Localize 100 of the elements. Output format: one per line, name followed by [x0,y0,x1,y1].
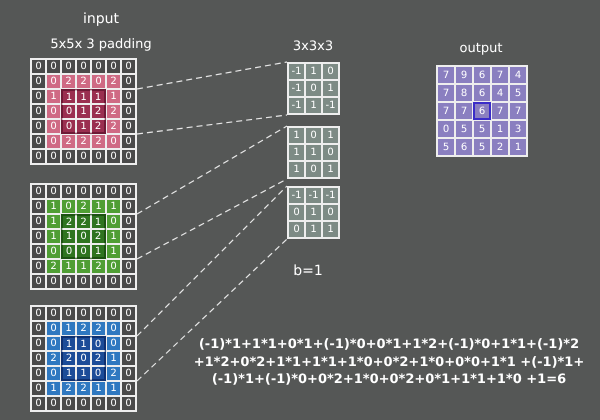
matrix-value: 0 [437,120,455,138]
matrix-value: 0 [46,274,61,289]
matrix-value: 1 [491,120,509,138]
matrix-value: 7 [437,102,455,120]
matrix-value: 0 [106,306,121,321]
matrix-value: 2 [91,229,106,244]
matrix-value: -1 [322,97,339,114]
matrix-value: 0 [106,214,121,229]
matrix-value: 0 [31,351,46,366]
matrix-value: 0 [61,59,76,74]
matrix-value: 1 [76,104,91,119]
dashed-connector [136,61,288,90]
matrix-value: 1 [46,199,61,214]
matrix-value: 1 [91,381,106,396]
matrix-value: -1 [322,187,339,204]
matrix-value: 1 [106,229,121,244]
matrix-value: 1 [106,89,121,104]
matrix-value: 1 [46,89,61,104]
matrix-value: 6 [473,66,491,84]
matrix-value: 0 [91,306,106,321]
matrix-value: 0 [305,161,322,178]
matrix-value: 0 [46,149,61,164]
matrix-value: 0 [31,184,46,199]
matrix-value: 0 [121,321,136,336]
matrix-value: 2 [106,366,121,381]
number-matrix [30,183,137,290]
matrix-value: 0 [121,59,136,74]
matrix-value: 4 [491,84,509,102]
matrix-value: 0 [106,321,121,336]
matrix-value: 0 [46,244,61,259]
matrix-value: 0 [76,244,91,259]
matrix-value: 0 [61,306,76,321]
matrix-value: 0 [106,134,121,149]
matrix-value: 1 [305,221,322,238]
matrix-value: 0 [121,134,136,149]
matrix-value: 0 [121,184,136,199]
matrix-value: 2 [91,119,106,134]
matrix-value: 6 [473,102,491,120]
matrix-value: 1 [322,221,339,238]
matrix-value: 0 [31,134,46,149]
matrix-value: 0 [31,104,46,119]
matrix-value: 7 [455,102,473,120]
matrix-value: 2 [91,259,106,274]
matrix-value: 1 [106,381,121,396]
dashed-connector [136,186,288,336]
matrix-value: 2 [46,351,61,366]
matrix-value: 0 [46,74,61,89]
matrix-value: 0 [288,221,305,238]
matrix-value: 6 [473,84,491,102]
matrix-value: 0 [288,204,305,221]
matrix-value: 1 [106,244,121,259]
matrix-value: 7 [437,84,455,102]
matrix-value: 0 [76,396,91,411]
matrix-value: 2 [106,119,121,134]
matrix-value: 1 [46,229,61,244]
matrix-value: 0 [305,127,322,144]
matrix-value: 2 [46,259,61,274]
matrix-value: 0 [76,149,91,164]
matrix-value: 0 [91,74,106,89]
matrix-value: 0 [46,104,61,119]
matrix-value: 0 [121,396,136,411]
matrix-value: 0 [106,274,121,289]
matrix-value: 0 [61,244,76,259]
matrix-value: 1 [46,381,61,396]
matrix-value: 6 [455,138,473,156]
matrix-value: 1 [61,259,76,274]
matrix-value: 0 [76,184,91,199]
matrix-value: 7 [509,102,527,120]
dashed-connector [136,114,288,135]
matrix-value: 0 [106,396,121,411]
matrix-value: 2 [76,199,91,214]
matrix-value: 0 [91,396,106,411]
matrix-value: 0 [31,59,46,74]
matrix-value: 2 [76,321,91,336]
matrix-value: 0 [91,274,106,289]
matrix-value: 2 [61,351,76,366]
matrix-value: 0 [31,74,46,89]
number-matrix [287,62,340,115]
matrix-value: 1 [76,366,91,381]
matrix-value: 0 [106,336,121,351]
matrix-value: 2 [91,351,106,366]
matrix-value: 0 [61,104,76,119]
matrix-value: 0 [322,63,339,80]
matrix-value: 2 [76,214,91,229]
matrix-value: 0 [31,366,46,381]
heading-text: 3x3x3 [292,38,334,56]
matrix-value: 2 [106,104,121,119]
matrix-value: 0 [121,119,136,134]
matrix-value: 1 [76,119,91,134]
matrix-value: 0 [31,274,46,289]
matrix-value: 0 [31,119,46,134]
matrix-value: -1 [288,80,305,97]
matrix-value: 1 [106,199,121,214]
matrix-value: 0 [91,184,106,199]
matrix-value: 0 [31,259,46,274]
matrix-value: 0 [91,336,106,351]
matrix-value: 0 [46,306,61,321]
matrix-value: 5 [473,120,491,138]
matrix-value: 0 [46,366,61,381]
matrix-value: 0 [76,306,91,321]
